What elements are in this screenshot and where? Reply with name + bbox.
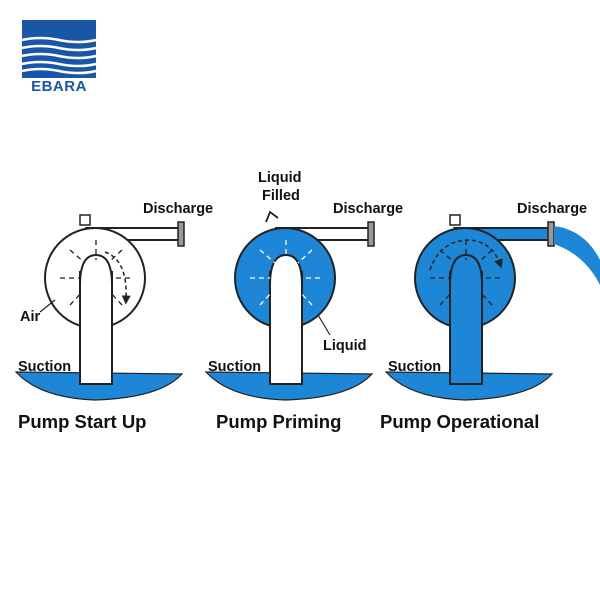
suction-water-pool	[14, 371, 184, 401]
caption-pump-priming: Pump Priming	[216, 411, 341, 432]
label-discharge: Discharge	[333, 201, 403, 217]
label-discharge: Discharge	[517, 201, 587, 217]
suction-pipe-full	[449, 271, 483, 385]
label-suction: Suction	[388, 359, 441, 375]
label-suction: Suction	[18, 359, 71, 375]
label-air: Air	[20, 309, 41, 325]
panel-operational: Discharge Suction Pump Operational	[380, 201, 600, 432]
ebara-logo	[22, 20, 96, 78]
label-liquid-filled-line1: Liquid	[258, 170, 302, 186]
caption-pump-start-up: Pump Start Up	[18, 411, 146, 432]
pump-priming-diagram: Discharge Air Suction Pump Start Up Liqu…	[14, 170, 600, 432]
impeller-dashes	[60, 240, 130, 306]
panel-start-up: Discharge Air Suction Pump Start Up	[14, 201, 213, 432]
impeller-dashes	[250, 240, 320, 306]
label-suction: Suction	[208, 359, 261, 375]
label-discharge: Discharge	[143, 201, 213, 217]
suction-pipe	[79, 271, 113, 385]
priming-port	[79, 214, 91, 226]
priming-port-open	[265, 210, 279, 223]
suction-water-pool	[384, 371, 554, 401]
priming-port	[449, 214, 461, 226]
panel-priming: Liquid Filled Discharge Liquid Suction P…	[204, 170, 403, 432]
label-liquid-filled-line2: Filled	[262, 188, 300, 204]
label-liquid: Liquid	[323, 338, 367, 354]
discharge-flange	[177, 221, 185, 247]
logo-waves	[22, 36, 96, 75]
logo-wordmark: EBARA	[31, 78, 87, 95]
suction-pipe	[269, 271, 303, 385]
discharge-flange	[547, 221, 555, 247]
discharge-flange	[367, 221, 375, 247]
discharge-stream	[554, 226, 600, 285]
suction-water-pool	[204, 371, 374, 401]
caption-pump-operational: Pump Operational	[380, 411, 539, 432]
impeller-dashes	[430, 240, 500, 306]
